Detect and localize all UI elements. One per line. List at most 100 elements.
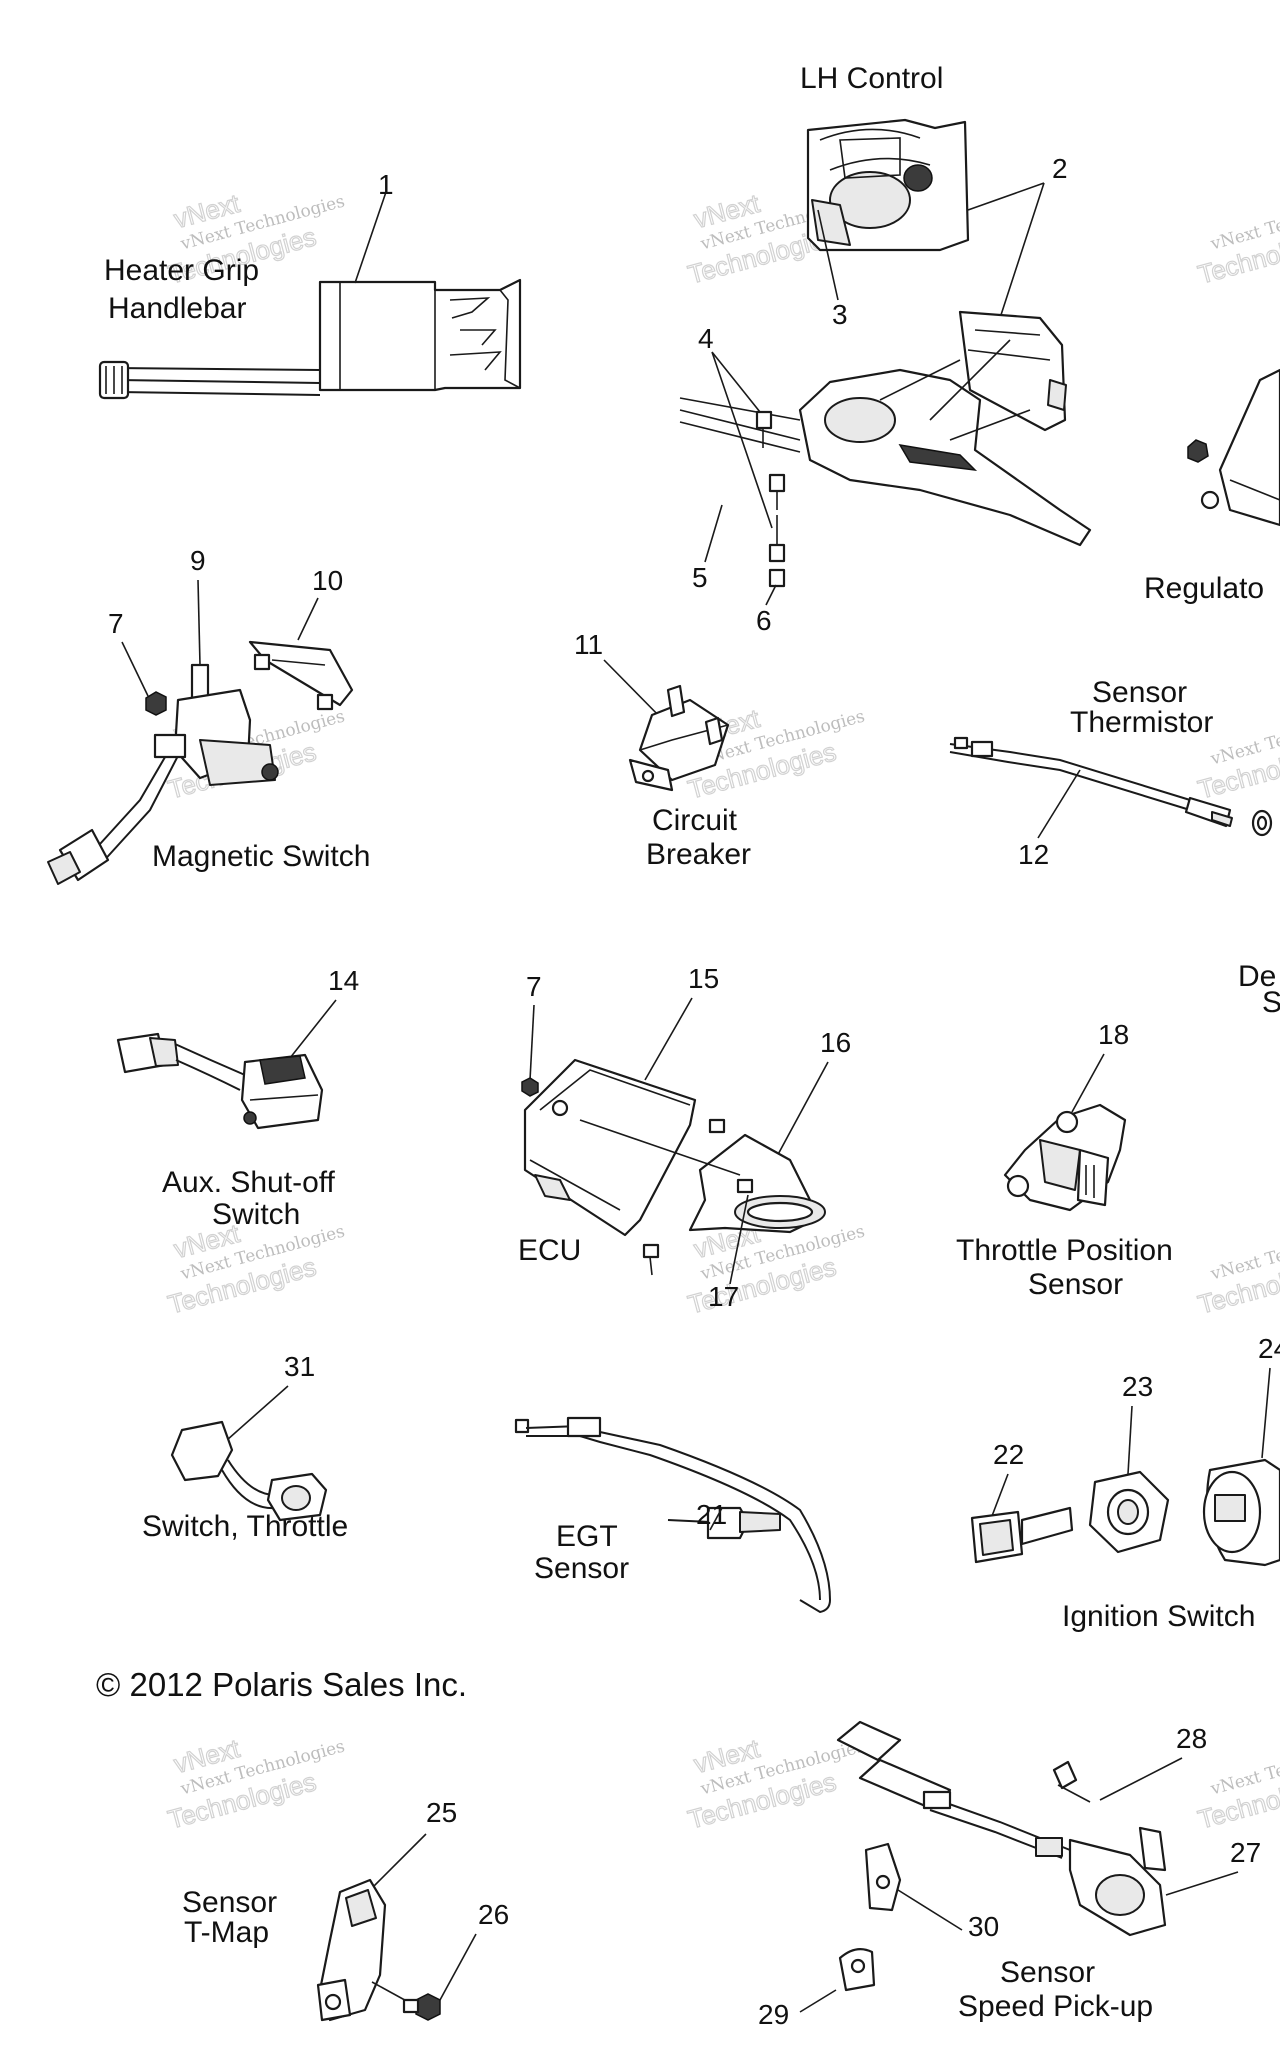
part-label: Sensor xyxy=(182,1886,277,1919)
circuit-breaker-drawing[interactable] xyxy=(628,684,730,792)
leader-line xyxy=(991,1473,1009,1517)
copyright-text: © 2012 Polaris Sales Inc. xyxy=(96,1666,467,1703)
leader-line xyxy=(197,579,201,666)
part-label: Regulato xyxy=(1144,572,1264,605)
watermark: vNext Technologies Technologies xyxy=(1194,191,1280,290)
sensor-speed-pickup-drawing[interactable] xyxy=(836,1720,1167,1992)
callout-number: 10 xyxy=(312,565,343,596)
throttle-position-sensor-drawing[interactable] xyxy=(1003,1103,1127,1212)
callout-number: 18 xyxy=(1098,1019,1129,1050)
lh-control-top-drawing[interactable] xyxy=(806,118,970,252)
leader-line xyxy=(799,1989,837,2013)
part-label: Sensor xyxy=(1000,1956,1095,1989)
callout-number: 17 xyxy=(708,1281,739,1312)
leader-line xyxy=(217,1385,289,1449)
callout-number: 30 xyxy=(968,1911,999,1942)
callout-number: 5 xyxy=(692,562,708,593)
leader-line xyxy=(1127,1405,1133,1475)
leader-line xyxy=(644,997,693,1081)
heater-grip-drawing[interactable] xyxy=(98,278,522,400)
callout-number: 6 xyxy=(756,605,772,636)
callout-number: 15 xyxy=(688,963,719,994)
callout-number: 7 xyxy=(108,608,124,639)
callout-number: 22 xyxy=(993,1439,1024,1470)
leader-line xyxy=(817,209,839,301)
callout-number: 28 xyxy=(1176,1723,1207,1754)
part-label: Ignition Switch xyxy=(1062,1600,1255,1633)
ecu-drawing[interactable] xyxy=(521,1058,826,1276)
watermark: vNext vNext Technologies Technologies xyxy=(164,1732,347,1835)
part-label: Sensor xyxy=(1028,1268,1123,1301)
leader-line xyxy=(967,182,1045,319)
leader-line xyxy=(354,191,387,284)
leader-line xyxy=(1071,1053,1105,1113)
callout-number: 26 xyxy=(478,1899,509,1930)
leader-line xyxy=(704,504,723,563)
callout-number: 24 xyxy=(1258,1333,1280,1364)
part-label: Magnetic Switch xyxy=(152,840,370,873)
watermark: vNext Technologies Technologies xyxy=(1194,1221,1280,1320)
leader-line xyxy=(369,1833,427,1891)
part-label: LH Control xyxy=(800,62,943,95)
part-label: Breaker xyxy=(646,838,751,871)
leader-line xyxy=(729,1194,749,1285)
leader-line xyxy=(765,584,777,606)
magnetic-switch-drawing[interactable] xyxy=(47,640,354,885)
callout-number: 3 xyxy=(832,299,848,330)
leader-line xyxy=(897,1889,963,1931)
part-label: T-Map xyxy=(184,1916,269,1949)
callout-number: 29 xyxy=(758,1999,789,2030)
ignition-switch-drawing[interactable] xyxy=(970,1458,1280,1567)
part-label: Throttle Position xyxy=(956,1234,1173,1267)
callout-number: 14 xyxy=(328,965,359,996)
callout-number: 23 xyxy=(1122,1371,1153,1402)
throttle-switch-drawing[interactable] xyxy=(170,1420,328,1522)
part-label: Sensor xyxy=(1092,676,1187,709)
leader-line xyxy=(439,1933,477,2001)
aux-shutoff-switch-drawing[interactable] xyxy=(116,1032,324,1130)
part-label: Speed Pick-up xyxy=(958,1990,1153,2023)
callout-number: 9 xyxy=(190,545,206,576)
part-label: Switch, Throttle xyxy=(142,1510,348,1543)
callout-number: 25 xyxy=(426,1797,457,1828)
leader-line xyxy=(297,597,319,641)
part-label: Handlebar xyxy=(108,292,246,325)
callout-number: 16 xyxy=(820,1027,851,1058)
egt-sensor-drawing[interactable] xyxy=(514,1416,832,1614)
part-label: EGT xyxy=(556,1520,618,1553)
callout-number: 7 xyxy=(526,971,542,1002)
watermark-group: vNext vNext Technologies Technologies vN… xyxy=(164,187,1280,1835)
regulator-drawing[interactable] xyxy=(1187,368,1280,527)
part-label: Circuit xyxy=(652,804,738,837)
part-label: Switch xyxy=(212,1198,300,1231)
leader-line xyxy=(1165,1871,1239,1896)
leader-line xyxy=(529,1004,535,1081)
leader-line xyxy=(1099,1757,1183,1801)
callout-number: 2 xyxy=(1052,153,1068,184)
callout-number: 4 xyxy=(698,323,714,354)
lh-control-assembly-drawing[interactable] xyxy=(679,310,1092,588)
part-label: S xyxy=(1262,986,1280,1019)
leader-line xyxy=(289,999,337,1059)
callout-number: 31 xyxy=(284,1351,315,1382)
part-label: Sensor xyxy=(534,1552,629,1585)
callout-number: 21 xyxy=(696,1499,727,1530)
leader-line xyxy=(121,641,149,697)
callout-number: 11 xyxy=(574,629,603,660)
sensor-thermistor-drawing[interactable] xyxy=(949,736,1273,837)
part-label: De xyxy=(1238,960,1276,993)
sensor-tmap-drawing[interactable] xyxy=(316,1878,441,2022)
part-label: Thermistor xyxy=(1070,706,1213,739)
callout-number: 27 xyxy=(1230,1837,1261,1868)
leader-line xyxy=(774,1061,829,1161)
part-label: Heater Grip xyxy=(104,254,259,287)
leader-line xyxy=(709,1507,723,1531)
part-label: ECU xyxy=(518,1234,581,1267)
watermark: vNext vNext Technologies Technologies xyxy=(684,1732,867,1835)
part-label: Aux. Shut-off xyxy=(162,1166,336,1199)
leader-line xyxy=(711,351,773,529)
callout-number: 12 xyxy=(1018,839,1049,870)
leader-line xyxy=(1037,769,1081,839)
leader-line xyxy=(1261,1367,1271,1459)
